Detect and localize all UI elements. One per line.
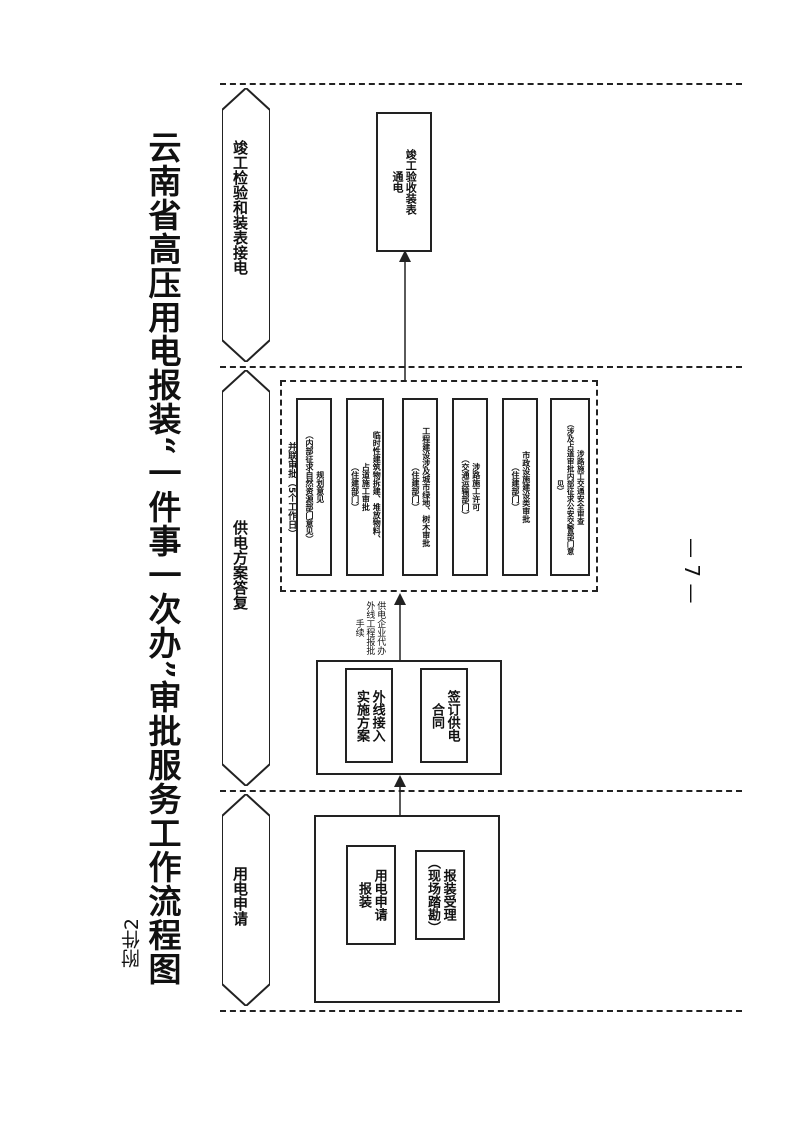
plan-step-box-1 <box>345 668 393 763</box>
phase-divider-bottom <box>220 1010 742 1012</box>
parallel-approval-box <box>280 380 598 592</box>
phase-banner-plan <box>222 370 270 786</box>
parallel-item-box-3 <box>402 398 438 576</box>
plan-step-1: 外线接入 实施方案 <box>354 689 385 742</box>
page-title: 云南省高压用电报装“一件事一次办”审批服务工作流程图 <box>143 130 182 986</box>
parallel-header: 并联审批（5个工作日） <box>286 441 297 539</box>
parallel-item-box-5 <box>502 398 538 576</box>
apply-step-box-2 <box>415 850 465 940</box>
parallel-item-5: 市政设施建设类审批 （住建部门） <box>511 451 531 523</box>
parallel-item-box-2 <box>346 398 384 576</box>
parallel-item-box-4 <box>452 398 488 576</box>
final-step-box <box>376 112 432 252</box>
phase-divider-acceptance <box>220 366 742 368</box>
phase-banner-apply <box>222 794 270 1006</box>
phase-label-plan: 供电方案答复 <box>231 520 249 610</box>
phase-divider-top <box>220 83 742 85</box>
phase-label-acceptance: 竣工检验和装表接电 <box>231 140 249 275</box>
connector-note: 供电企业代办 外线工程报批 手续 <box>353 601 386 655</box>
page-number: — 7 — <box>680 538 704 604</box>
phase-divider-apply <box>220 790 742 792</box>
parallel-item-2: 临时性建筑物拆建、堆放物料、 占道施工审批 （住建部门） <box>350 431 382 543</box>
plan-step-2: 签订供电 合同 <box>429 689 460 742</box>
parallel-item-4: 涉路施工许可 （交通运输部门） <box>461 455 481 519</box>
phase-label-apply: 用电申请 <box>231 866 249 926</box>
apply-step-box-1 <box>346 845 396 945</box>
apply-outer-box <box>314 815 500 1003</box>
parallel-item-6: 涉路施工交通安全审查 （涉及占道审批内部征求公安交警部门意 见） <box>555 419 586 555</box>
apply-step-2: 报装受理 （现场踏勘） <box>425 856 456 934</box>
plan-outer-box <box>316 660 502 775</box>
apply-step-1: 用电申请 报装 <box>356 869 387 921</box>
parallel-item-1: 规划意见 （内部征求自然资源部门意见） <box>305 431 325 543</box>
plan-step-box-2 <box>420 668 468 763</box>
parallel-item-3: 工程建设涉及城市绿地、树木审批 （住建部门） <box>411 427 431 547</box>
phase-banner-acceptance <box>222 88 270 362</box>
parallel-item-box-1 <box>296 398 332 576</box>
parallel-item-box-6 <box>550 398 590 576</box>
final-step: 竣工验收装表 通电 <box>391 149 418 215</box>
